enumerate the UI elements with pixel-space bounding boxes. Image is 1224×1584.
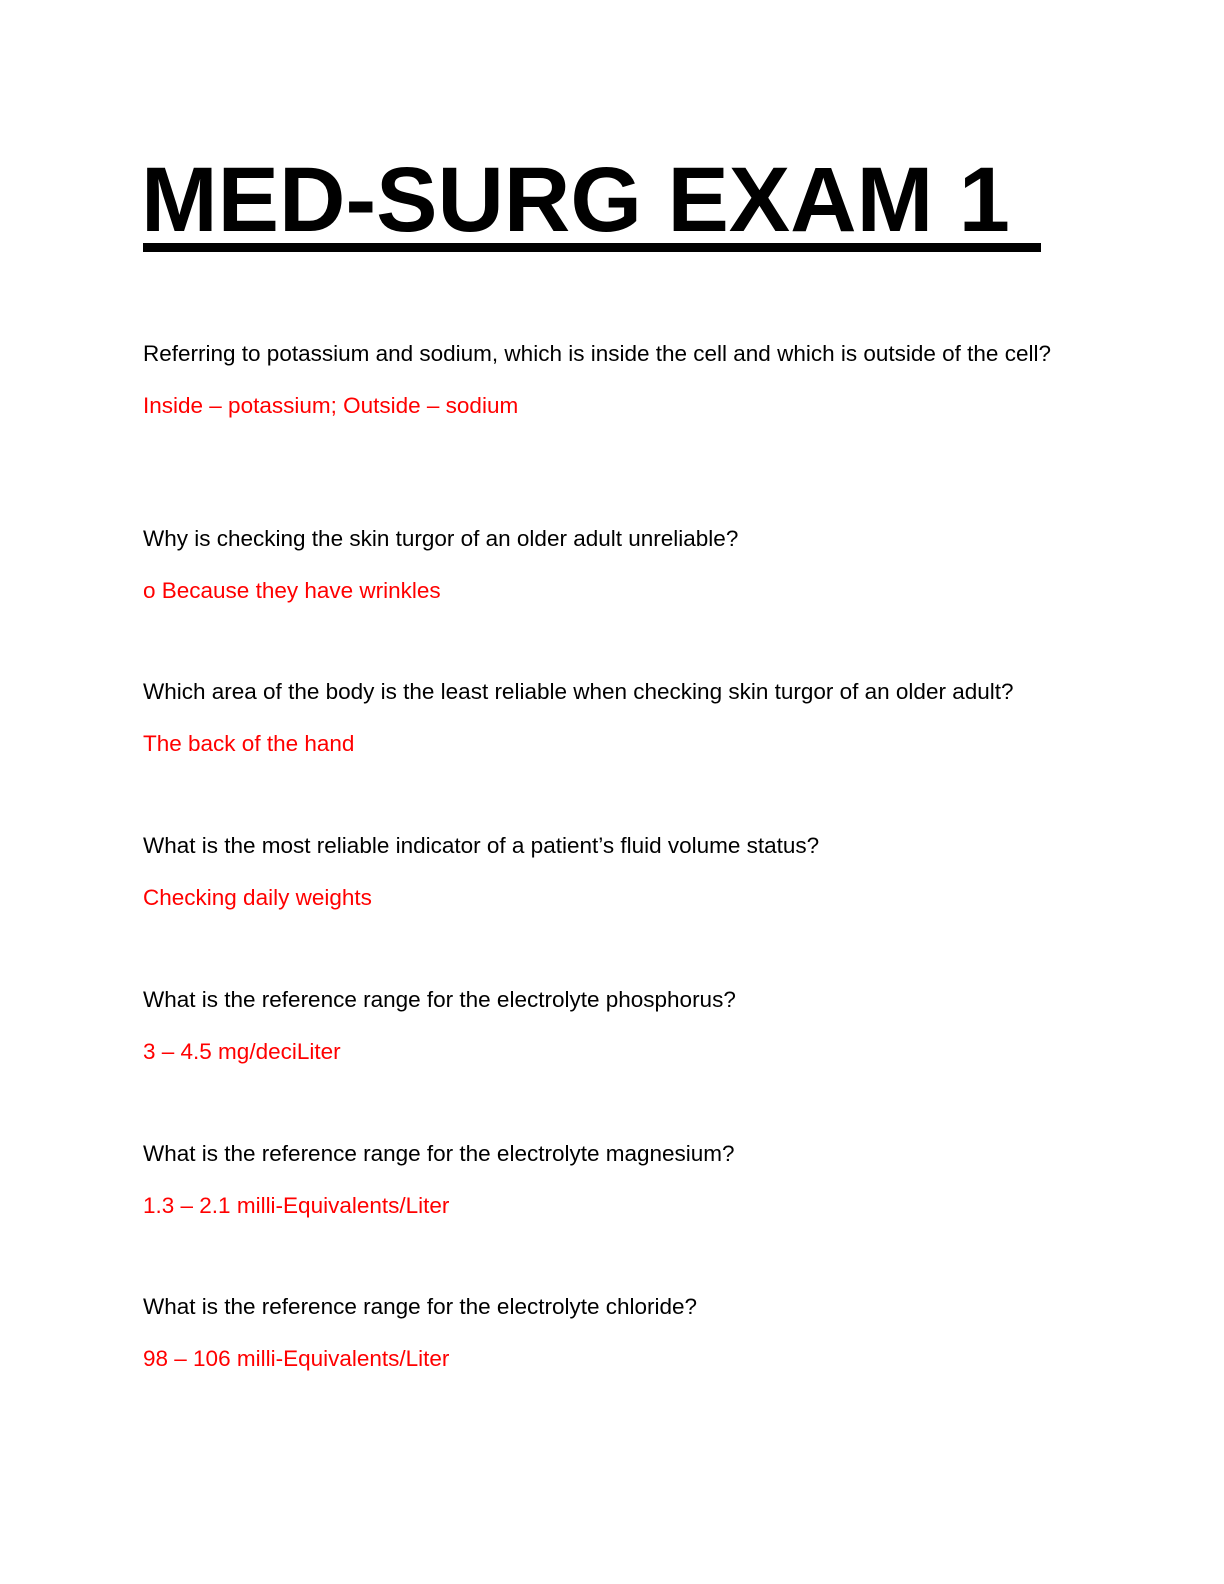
question-text: Which area of the body is the least reli… — [143, 679, 1014, 704]
qa-item-6: What is the reference range for the elec… — [143, 1138, 1083, 1221]
question-text: What is the most reliable indicator of a… — [143, 833, 820, 858]
answer-text: 1.3 – 2.1 milli-Equivalents/Liter — [143, 1193, 450, 1218]
answer-text: The back of the hand — [143, 731, 355, 756]
answer-text: o Because they have wrinkles — [143, 578, 441, 603]
question-text: What is the reference range for the elec… — [143, 1141, 735, 1166]
document-title: MED-SURG EXAM 1 — [141, 149, 1010, 251]
question-text: What is the reference range for the elec… — [143, 987, 736, 1012]
question-text: Referring to potassium and sodium, which… — [143, 341, 1051, 366]
answer-text: 3 – 4.5 mg/deciLiter — [143, 1039, 341, 1064]
qa-item-1: Referring to potassium and sodium, which… — [143, 338, 1083, 421]
qa-item-7: What is the reference range for the elec… — [143, 1291, 1083, 1374]
answer-text: Inside – potassium; Outside – sodium — [143, 393, 519, 418]
qa-item-3: Which area of the body is the least reli… — [143, 676, 1083, 759]
qa-item-2: Why is checking the skin turgor of an ol… — [143, 523, 1083, 606]
question-text: What is the reference range for the elec… — [143, 1294, 698, 1319]
answer-text: 98 – 106 milli-Equivalents/Liter — [143, 1346, 450, 1371]
title-underline — [143, 243, 1041, 252]
qa-item-4: What is the most reliable indicator of a… — [143, 830, 1083, 913]
qa-item-5: What is the reference range for the elec… — [143, 984, 1083, 1067]
answer-text: Checking daily weights — [143, 885, 372, 910]
question-text: Why is checking the skin turgor of an ol… — [143, 526, 739, 551]
